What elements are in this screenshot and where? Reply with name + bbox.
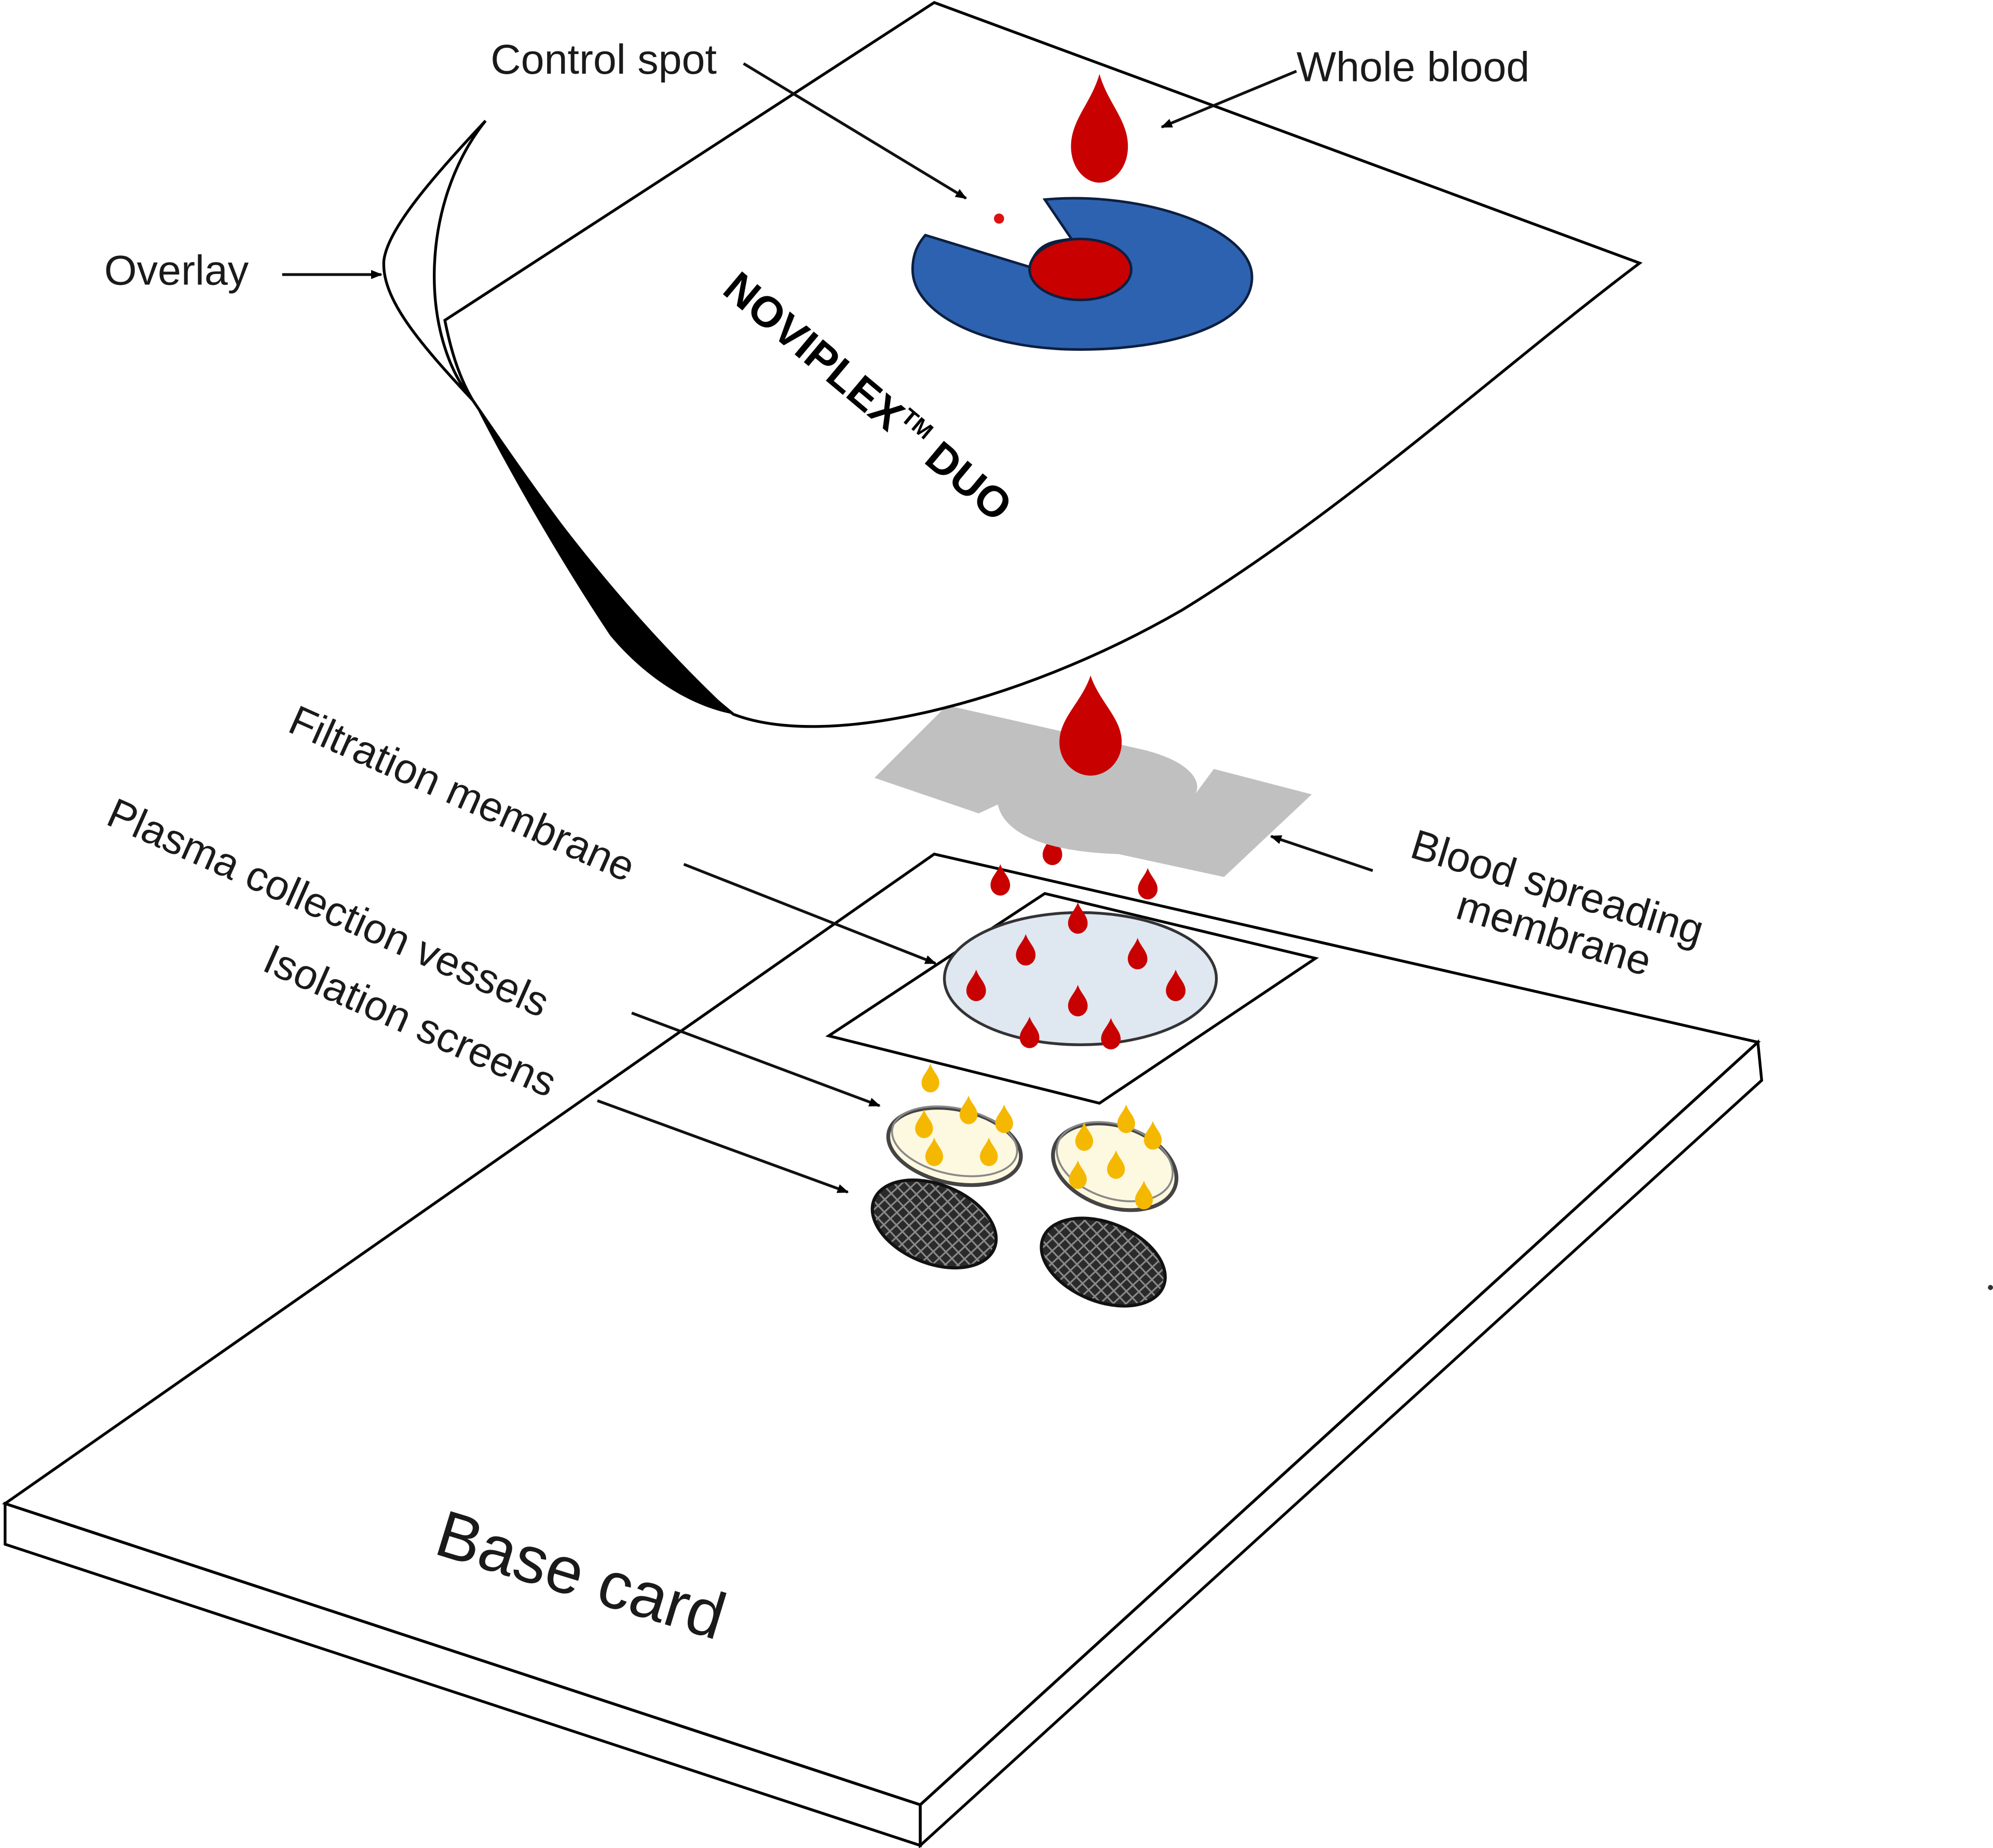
blood-spreading-membrane — [874, 675, 1312, 877]
brand-name: NOVIPLEX — [715, 263, 913, 440]
control-spot-arrow — [743, 62, 967, 200]
sample-application-ring — [911, 197, 1253, 351]
base-card-label: Base card — [428, 1496, 734, 1653]
control-spot-label: Control spot — [490, 36, 717, 83]
sample-spot — [1028, 237, 1133, 302]
filtration-membrane-arrow — [683, 863, 937, 965]
callouts: Control spot Whole blood Overlay Filtrat… — [100, 36, 1709, 1194]
base-card-top-face — [2, 852, 1761, 1806]
stray-mark — [1988, 1285, 1993, 1290]
control-spot — [994, 213, 1004, 224]
base-card: Base card — [2, 852, 1764, 1848]
plasma-drop-icon — [1117, 1104, 1135, 1133]
whole-blood-drop-icon — [1071, 74, 1128, 183]
overlay-label: Overlay — [104, 248, 249, 294]
plasma-drop-icon — [995, 1104, 1013, 1133]
plasma-drop-icon — [1144, 1121, 1162, 1150]
blood-spreading-membrane-arrow — [1269, 834, 1373, 872]
overlay: NOVIPLEXTM DUO — [382, 1, 1643, 728]
blood-drop-icon — [1138, 868, 1158, 900]
whole-blood-label: Whole blood — [1296, 44, 1530, 91]
overlay-fold-black — [473, 400, 734, 715]
plasma-collection-vessels-arrow — [631, 1011, 881, 1107]
plasma-drop-icon — [921, 1063, 939, 1093]
isolation-screen-left — [870, 1178, 998, 1270]
isolation-screens — [870, 1178, 1167, 1308]
base-card-right-edge — [919, 1039, 1764, 1848]
blood-drop-icon — [1059, 675, 1122, 776]
filtration-membrane-label: Filtration membrane — [282, 696, 642, 891]
isolation-screens-arrow — [597, 1099, 849, 1194]
plasma-drop-icon — [959, 1096, 978, 1125]
blood-drop-icon — [1068, 902, 1088, 934]
whole-blood-arrow — [1161, 70, 1297, 129]
plasma-collection-vessels — [886, 1063, 1179, 1212]
isolation-screen-right — [1040, 1216, 1167, 1308]
overlay-curl-back — [382, 119, 487, 402]
